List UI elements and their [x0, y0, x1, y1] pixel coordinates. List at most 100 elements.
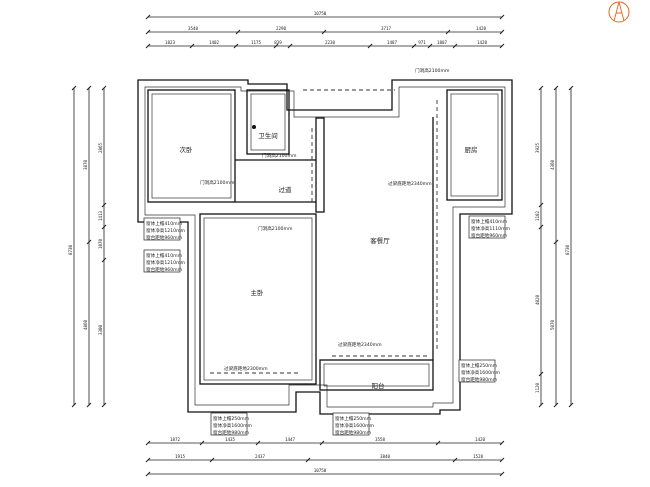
dimension-tick — [435, 440, 441, 446]
dim-left-outer-1: 3870 — [83, 159, 88, 170]
svg-text:窗体上檐410mm: 窗体上檐410mm — [146, 252, 183, 259]
dim-left-total: 8730 — [68, 244, 73, 255]
label-door-bath: 门洞高2100mm — [262, 152, 297, 159]
dim-left-inner-3: 1070 — [98, 238, 103, 249]
window-note-master-left: 窗体上檐410mm 窗体净高1210mm 窗台距地960mm — [143, 249, 186, 273]
beam-lines — [210, 89, 438, 374]
dim-top-detail-5: 2230 — [325, 40, 336, 45]
dim-top-row-1: 3540 — [188, 26, 199, 31]
room-bathroom: 卫生间 — [258, 131, 278, 140]
label-bal-beam: 过梁底距地2340mm — [338, 341, 382, 348]
dim-top-row-2: 2290 — [276, 26, 287, 31]
dim-bottom-detail-1: 1872 — [170, 437, 181, 442]
dim-bottom-row-3: 3840 — [380, 454, 391, 459]
dim-top-detail-8: 1807 — [437, 40, 448, 45]
room-living: 客餐厅 — [370, 236, 390, 245]
dim-bottom-row-2: 2437 — [255, 454, 266, 459]
label-door-entry: 门洞高2100mm — [415, 67, 450, 74]
dimension-tick — [233, 43, 239, 49]
dimension-tick — [452, 43, 458, 49]
window-notes: 窗体上檐410mm 窗体净高1210mm 窗台距地960mm 窗体上檐410mm… — [143, 215, 511, 436]
dim-top-row-4: 1420 — [476, 26, 487, 31]
dimension-tick — [145, 29, 151, 35]
dim-top-detail-6: 1487 — [387, 40, 398, 45]
dim-right-inner-1: 3925 — [535, 142, 540, 153]
dim-right-outer-1: 4360 — [550, 159, 555, 170]
dim-bottom-detail-4: 3558 — [375, 437, 386, 442]
svg-text:窗体上檐250mm: 窗体上檐250mm — [213, 415, 250, 422]
window-note-balcony-right: 窗体上檐250mm 窗体净高1600mm 窗台距地980mm — [458, 359, 501, 383]
dimension-tick — [305, 457, 311, 463]
dim-top-detail-2: 1402 — [209, 40, 220, 45]
dim-bottom-detail-5: 1420 — [475, 437, 486, 442]
dimension-tick — [273, 43, 279, 49]
svg-text:窗体净高1600mm: 窗体净高1600mm — [335, 422, 375, 429]
dimension-tick — [199, 440, 205, 446]
window-note-b2-left: 窗体上檐410mm 窗体净高1210mm 窗台距地960mm — [143, 217, 186, 241]
label-master-beam: 过梁底距地2300mm — [224, 365, 268, 372]
dimension-tick — [499, 457, 505, 463]
top-dimensions: 10750 3540 2290 3717 1420 1823 1402 1175… — [145, 11, 505, 49]
dimension-tick — [499, 29, 505, 35]
dim-left-outer-2: 4860 — [83, 319, 88, 330]
dimension-tick — [255, 440, 261, 446]
annotations: 门洞高2100mm 门洞高2100mm 门洞高2100mm 门洞高2100mm … — [200, 67, 450, 372]
left-dimensions: 8730 3870 4860 2865 1413 1070 3300 — [68, 85, 107, 408]
dim-left-inner-4: 3300 — [98, 324, 103, 335]
dimension-tick — [209, 457, 215, 463]
svg-text:窗台距地980mm: 窗台距地980mm — [461, 376, 498, 383]
svg-text:窗台距地980mm: 窗台距地980mm — [213, 429, 250, 436]
dim-left-inner-2: 1413 — [98, 210, 103, 221]
dim-top-detail-4: 839 — [274, 40, 282, 45]
dim-right-inner-4: 1120 — [535, 382, 540, 393]
svg-text:窗台距地960mm: 窗台距地960mm — [146, 266, 183, 273]
dim-left-inner-1: 2865 — [98, 142, 103, 153]
dimension-tick — [499, 440, 505, 446]
dimension-tick — [445, 29, 451, 35]
dimension-tick — [319, 440, 325, 446]
svg-text:窗体上檐250mm: 窗体上檐250mm — [335, 415, 372, 422]
dim-bottom-row-4: 1528 — [473, 454, 484, 459]
dimension-tick — [427, 43, 433, 49]
dimension-tick — [235, 29, 241, 35]
window-note-master-bottom: 窗体上檐250mm 窗体净高1600mm 窗台距地980mm — [210, 412, 253, 436]
label-door-b2: 门洞高2100mm — [200, 179, 235, 186]
dim-bottom-detail-3: 1447 — [285, 437, 296, 442]
room-master: 主卧 — [251, 288, 265, 297]
dim-right-inner-2: 1102 — [535, 210, 540, 221]
dimension-tick — [411, 43, 417, 49]
room-kitchen: 厨房 — [465, 145, 478, 154]
dim-top-total: 10750 — [314, 11, 327, 16]
dim-right-inner-3: 4020 — [535, 294, 540, 305]
dim-top-detail-7: 971 — [418, 40, 426, 45]
dimension-tick — [499, 43, 505, 49]
dim-top-detail-1: 1823 — [165, 40, 176, 45]
drain-icon — [252, 125, 256, 129]
room-hallway: 过道 — [279, 185, 293, 194]
dimension-tick — [145, 440, 151, 446]
label-door-master: 门洞高2100mm — [258, 225, 293, 232]
dimension-tick — [145, 43, 151, 49]
svg-text:窗台距地980mm: 窗台距地980mm — [335, 429, 372, 436]
dimension-tick — [287, 43, 293, 49]
svg-text:窗体净高1600mm: 窗体净高1600mm — [213, 422, 253, 429]
room-labels: 次卧 卫生间 过道 主卧 客餐厅 厨房 阳台 — [180, 131, 478, 390]
dim-right-total: 8730 — [565, 244, 570, 255]
bottom-dimensions: 1872 1435 1447 3558 1420 1915 2437 3840 … — [145, 437, 505, 477]
dim-bottom-row-1: 1915 — [175, 454, 186, 459]
label-hall-beam: 过梁底距地2340mm — [388, 180, 432, 187]
svg-text:窗体上檐410mm: 窗体上檐410mm — [146, 220, 183, 227]
svg-text:窗体净高1210mm: 窗体净高1210mm — [146, 227, 186, 234]
svg-text:窗体净高1210mm: 窗体净高1210mm — [146, 259, 186, 266]
walls — [137, 79, 513, 415]
svg-text:窗体上檐250mm: 窗体上檐250mm — [461, 362, 498, 369]
dim-top-detail-3: 1175 — [251, 40, 262, 45]
dimension-tick — [189, 43, 195, 49]
dim-top-detail-9: 1420 — [477, 40, 488, 45]
svg-text:窗体净高1600mm: 窗体净高1600mm — [461, 369, 501, 376]
window-note-balcony-bottom: 窗体上檐250mm 窗体净高1600mm 窗台距地980mm — [332, 412, 375, 436]
dim-bottom-total: 10750 — [314, 468, 327, 473]
dimension-tick — [321, 29, 327, 35]
room-bedroom2: 次卧 — [180, 145, 194, 154]
